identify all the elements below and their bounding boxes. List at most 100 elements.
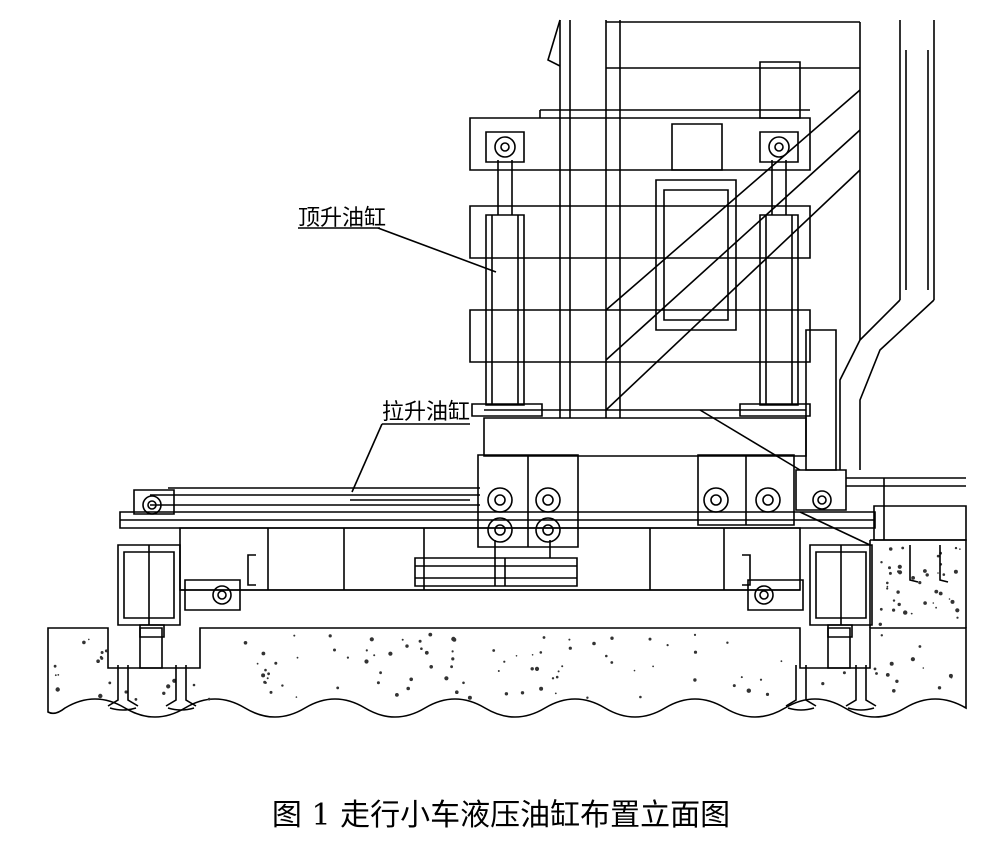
concrete-dot: [648, 637, 652, 641]
concrete-dot: [369, 637, 374, 642]
concrete-dot: [918, 645, 922, 648]
concrete-foundation-right-block: [870, 540, 966, 628]
concrete-dot: [950, 599, 955, 604]
concrete-dot: [879, 607, 883, 611]
concrete-dot: [162, 691, 166, 695]
concrete-dot: [333, 648, 336, 652]
concrete-dot: [938, 591, 943, 596]
concrete-dot: [633, 669, 636, 672]
concrete-dot: [534, 666, 540, 672]
concrete-dot: [923, 601, 927, 605]
concrete-dot: [269, 690, 273, 694]
concrete-dot: [892, 599, 896, 602]
leader-jack-cylinder: [378, 228, 496, 272]
concrete-dot: [726, 641, 729, 644]
concrete-dot: [780, 660, 783, 663]
concrete-dot: [96, 659, 100, 663]
concrete-dot: [557, 670, 560, 673]
concrete-dot: [886, 581, 889, 585]
concrete-dot: [954, 546, 958, 550]
concrete-dot: [428, 632, 433, 637]
concrete-dot: [467, 695, 472, 700]
concrete-dot: [955, 608, 960, 613]
concrete-dot: [875, 672, 878, 675]
concrete-dot: [934, 589, 939, 594]
concrete-dot: [429, 665, 434, 669]
concrete-dot: [740, 676, 743, 679]
concrete-dot: [885, 673, 890, 677]
concrete-aggregate-dots: [53, 546, 961, 701]
jacking-frame: [470, 20, 860, 470]
concrete-dot: [910, 657, 916, 662]
concrete-dot: [918, 581, 922, 585]
concrete-dot: [263, 680, 267, 684]
concrete-dot: [406, 686, 411, 691]
concrete-dot: [405, 644, 409, 648]
concrete-dot: [261, 651, 266, 656]
concrete-dot: [903, 610, 908, 615]
concrete-dot: [666, 644, 669, 647]
concrete-dot: [207, 697, 211, 701]
concrete-dot: [450, 665, 453, 669]
concrete-dot: [842, 671, 846, 675]
concrete-dot: [243, 641, 248, 645]
jack-cylinder-left: [486, 132, 524, 405]
concrete-dot: [652, 665, 654, 668]
concrete-dot: [586, 696, 589, 699]
label-pull-cylinder: 拉升油缸: [382, 400, 471, 425]
concrete-dot: [264, 668, 267, 672]
concrete-dot: [420, 647, 423, 650]
concrete-dot: [293, 634, 296, 637]
concrete-dot: [956, 616, 959, 619]
concrete-dot: [444, 676, 449, 681]
concrete-dot: [364, 659, 369, 664]
label-jack-cylinder: 顶升油缸: [298, 206, 387, 231]
concrete-dot: [424, 650, 429, 655]
concrete-dot: [878, 622, 882, 626]
concrete-dot: [873, 667, 877, 671]
concrete-dot: [503, 660, 506, 663]
concrete-dot: [267, 672, 270, 676]
concrete-dot: [98, 693, 103, 699]
concrete-dot: [373, 654, 376, 657]
concrete-dot: [554, 692, 557, 695]
concrete-dot: [923, 569, 927, 573]
leader-pull-cylinder: [352, 424, 382, 492]
trolley-frame: [120, 512, 875, 590]
concrete-dot: [531, 654, 534, 656]
concrete-dot: [376, 681, 380, 685]
concrete-dot: [610, 661, 614, 664]
concrete-dot: [266, 677, 269, 680]
concrete-dot: [610, 636, 614, 640]
concrete-dot: [451, 657, 455, 661]
concrete-dot: [418, 639, 422, 643]
concrete-dot: [953, 569, 958, 574]
concrete-dot: [57, 674, 60, 676]
concrete-dot: [932, 602, 935, 604]
concrete-dot: [504, 692, 509, 696]
concrete-dot: [134, 698, 138, 701]
concrete-dot: [455, 690, 459, 694]
concrete-dot: [539, 686, 544, 691]
concrete-dot: [897, 570, 903, 575]
concrete-dot: [950, 676, 953, 679]
concrete-dot: [515, 655, 518, 657]
concrete-dot: [911, 576, 915, 580]
concrete-dot: [896, 590, 900, 594]
jack-cylinder-right: [760, 132, 798, 405]
concrete-dot: [261, 673, 266, 678]
concrete-dot: [388, 651, 393, 656]
concrete-dot: [886, 585, 889, 588]
concrete-dot: [880, 561, 883, 564]
concrete-dot: [256, 662, 259, 665]
concrete-dot: [296, 656, 299, 659]
concrete-dot: [880, 634, 883, 637]
concrete-dot: [936, 554, 940, 558]
concrete-dot: [732, 684, 736, 688]
concrete-dot: [935, 606, 937, 609]
concrete-dot: [108, 681, 112, 685]
concrete-dot: [892, 608, 896, 612]
concrete-dot: [520, 691, 525, 695]
concrete-dot: [959, 548, 961, 550]
